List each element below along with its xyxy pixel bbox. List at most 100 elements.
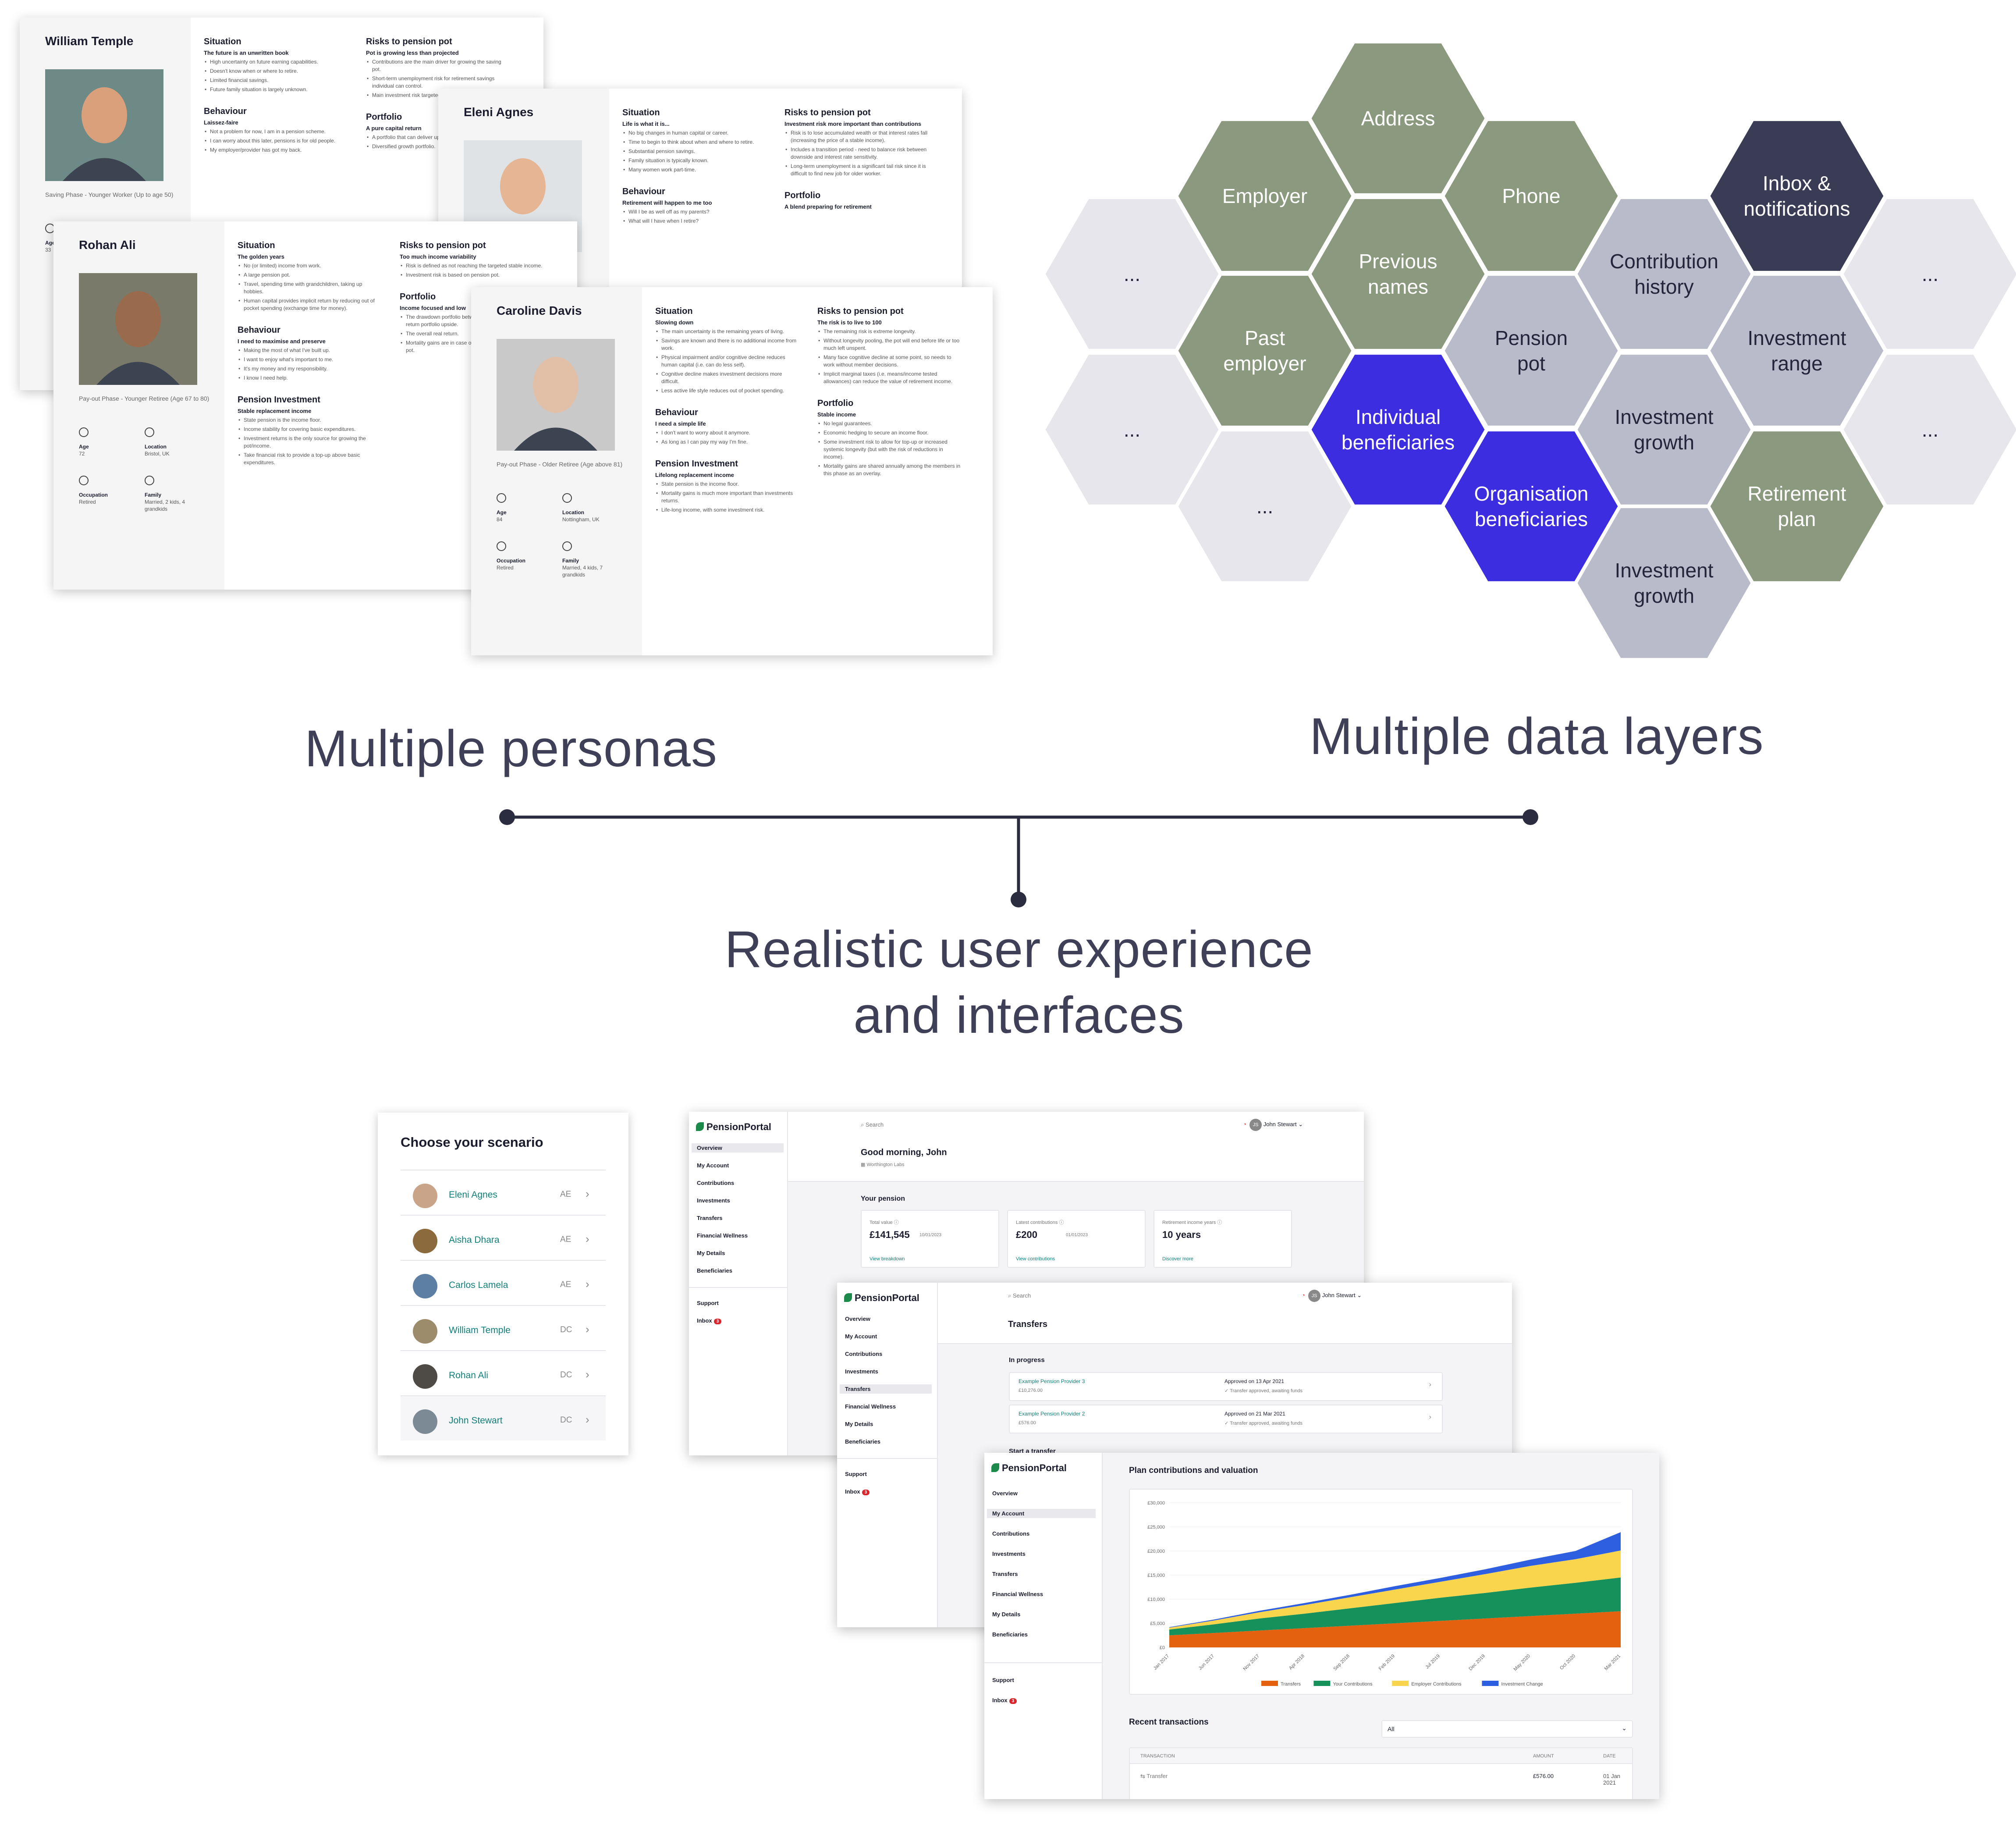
transfer-amount: £10,276.00	[1019, 1388, 1043, 1393]
nav-investments[interactable]: Investments	[845, 1368, 878, 1375]
chevron-down-icon: ⌄	[1622, 1725, 1627, 1732]
bullet-item: I know I need help.	[238, 374, 382, 382]
ux-heading-line-1: Realistic user experience	[724, 921, 1313, 978]
nav-beneficiaries[interactable]: Beneficiaries	[697, 1267, 732, 1274]
bullet-item: Future family situation is largely unkno…	[204, 86, 348, 93]
scenario-row[interactable]: William Temple DC ›	[401, 1305, 606, 1350]
nav-overview[interactable]: Overview	[692, 1143, 784, 1152]
portal-logo[interactable]: PensionPortal	[844, 1292, 919, 1304]
nav-investments[interactable]: Investments	[697, 1197, 730, 1204]
fact-icon	[497, 493, 506, 503]
scenario-row[interactable]: John Stewart DC ›	[401, 1395, 606, 1440]
nav-my-account[interactable]: My Account	[845, 1333, 877, 1340]
nav-support[interactable]: Support	[697, 1300, 719, 1306]
search-icon: ⌕	[1008, 1292, 1012, 1299]
nav-my-details[interactable]: My Details	[992, 1611, 1021, 1618]
hex-label: Inbox &notifications	[1744, 172, 1850, 220]
nav-contributions[interactable]: Contributions	[697, 1180, 735, 1186]
transfer-provider[interactable]: Example Pension Provider 3	[1019, 1378, 1085, 1384]
table-row[interactable]: ⇆ Transfer £576.00 01 Jan 2021	[1130, 1766, 1632, 1788]
tile-date: 10/01/2023	[919, 1233, 942, 1238]
scenario-name: John Stewart	[449, 1416, 503, 1426]
nav-my-account[interactable]: My Account	[697, 1162, 729, 1169]
nav-financial-wellness[interactable]: Financial Wellness	[992, 1591, 1043, 1597]
nav-transfers[interactable]: Transfers	[697, 1215, 723, 1221]
nav-my-details[interactable]: My Details	[845, 1421, 873, 1427]
nav-contributions[interactable]: Contributions	[845, 1351, 883, 1357]
search-field[interactable]: ⌕ Search	[1008, 1292, 1031, 1299]
tile-link[interactable]: View breakdown	[870, 1256, 905, 1262]
transfer-provider[interactable]: Example Pension Provider 2	[1019, 1411, 1085, 1417]
nav-beneficiaries[interactable]: Beneficiaries	[992, 1631, 1028, 1638]
transfer-approved: Approved on 21 Mar 2021	[1225, 1411, 1285, 1417]
bullet-item: Mortality gains are shared annually amon…	[817, 462, 962, 477]
nav-contributions[interactable]: Contributions	[992, 1530, 1030, 1537]
portal-logo[interactable]: PensionPortal	[696, 1121, 771, 1133]
scenario-type: AE	[560, 1280, 571, 1289]
avatar	[413, 1274, 437, 1298]
nav-my-details[interactable]: My Details	[697, 1250, 725, 1256]
leaf-logo-icon	[991, 1463, 999, 1472]
persona-name: Caroline Davis	[497, 304, 582, 317]
nav-my-account[interactable]: My Account	[987, 1509, 1096, 1518]
transfer-row[interactable]: Example Pension Provider 2 £576.00 Appro…	[1009, 1405, 1443, 1433]
nav-overview[interactable]: Overview	[845, 1316, 870, 1322]
info-icon: ⓘ	[1059, 1220, 1064, 1225]
scenario-type: AE	[560, 1235, 571, 1244]
transfer-status: Transfer approved, awaiting funds	[1230, 1388, 1303, 1394]
user-menu[interactable]: ◔ JS John Stewart ⌄	[1302, 1290, 1362, 1302]
inbox-count-badge: 3	[1009, 1698, 1017, 1704]
nav-transfers[interactable]: Transfers	[992, 1571, 1018, 1577]
bullet-item: Includes a transition period - need to b…	[784, 146, 929, 161]
tile-link[interactable]: View contributions	[1016, 1256, 1055, 1262]
tile-link[interactable]: Discover more	[1162, 1256, 1193, 1262]
nav-financial-wellness[interactable]: Financial Wellness	[697, 1232, 748, 1239]
portal-logo[interactable]: PensionPortal	[991, 1462, 1067, 1474]
scenario-row[interactable]: Aisha Dhara AE ›	[401, 1215, 606, 1260]
hex-label: ...	[1922, 263, 1938, 285]
nav-support[interactable]: Support	[845, 1471, 867, 1477]
transfer-row[interactable]: Example Pension Provider 3 £10,276.00 Ap…	[1009, 1372, 1443, 1401]
leaf-logo-icon	[696, 1122, 704, 1131]
legend-label: Investment Change	[1501, 1682, 1543, 1687]
nav-overview[interactable]: Overview	[992, 1490, 1018, 1497]
persona-name: William Temple	[45, 34, 134, 48]
info-icon: ⓘ	[1217, 1220, 1222, 1225]
x-tick-label: Jul 2019	[1424, 1654, 1441, 1670]
scenario-row[interactable]: Eleni Agnes AE ›	[401, 1170, 606, 1215]
bullet-item: As long as I can pay my way I'm fine.	[655, 438, 800, 446]
legend-swatch	[1392, 1681, 1409, 1686]
scenario-row[interactable]: Rohan Ali DC ›	[401, 1350, 606, 1395]
nav-investments[interactable]: Investments	[992, 1551, 1026, 1557]
nav-transfers[interactable]: Transfers	[840, 1384, 932, 1394]
table-cell-amount: £576.00	[1533, 1773, 1554, 1779]
scenario-row[interactable]: Carlos Lamela AE ›	[401, 1260, 606, 1305]
nav-support[interactable]: Support	[992, 1677, 1014, 1683]
pension-tile: Latest contributions ⓘ £200 01/01/2023 V…	[1007, 1210, 1146, 1268]
search-field[interactable]: ⌕ Search	[861, 1121, 884, 1128]
scenario-type: DC	[560, 1416, 572, 1425]
bullet-item: High uncertainty on future earning capab…	[204, 58, 348, 66]
y-tick-label: £15,000	[1147, 1573, 1165, 1578]
transactions-filter-select[interactable]: All⌄	[1381, 1720, 1633, 1738]
nav-financial-wellness[interactable]: Financial Wellness	[845, 1403, 896, 1410]
nav-beneficiaries[interactable]: Beneficiaries	[845, 1438, 880, 1445]
user-menu[interactable]: ◔ JS John Stewart ⌄	[1243, 1119, 1303, 1131]
